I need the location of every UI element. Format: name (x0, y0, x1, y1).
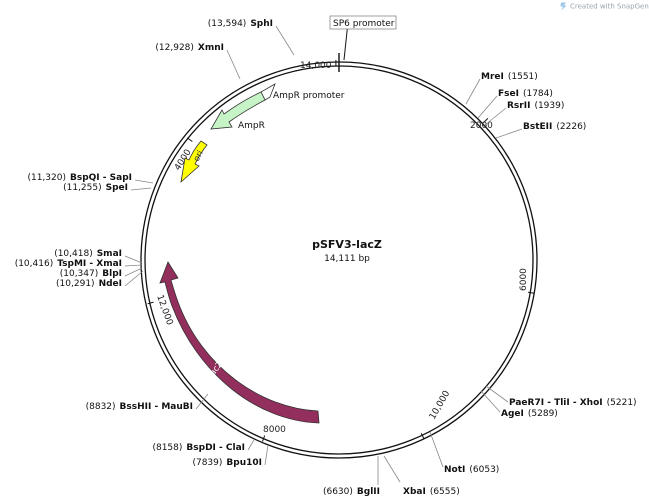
sp6-promoter-label: SP6 promoter (333, 19, 395, 29)
enzyme-site-bsshii: (8832)BssHII - MauBI (86, 393, 209, 412)
enzyme-site-bsteii: BstEII(2226) (495, 122, 586, 139)
enzyme-site-bglii: (6630)BglII (323, 456, 380, 497)
ampr-feature: AmpR (210, 91, 266, 131)
ampr-label: AmpR (238, 121, 265, 131)
watermark-text: Created with SnapGene® (570, 3, 649, 11)
tick-4000: 6000 (519, 268, 535, 294)
enzyme-site-xbai: XbaI(6555) (383, 455, 460, 497)
svg-text:(8832)BssHII - MauBI: (8832)BssHII - MauBI (86, 402, 193, 412)
svg-text:(11,320)BspQI - SapI: (11,320)BspQI - SapI (27, 173, 132, 183)
tick-2000: 2000 (470, 118, 493, 131)
enzyme-site-mrei: MreI(1551) (465, 72, 538, 105)
snapgene-watermark: Created with SnapGene® (560, 2, 649, 11)
svg-text:PaeR7I - TliI - XhoI(5221): PaeR7I - TliI - XhoI(5221) (509, 398, 637, 408)
lacz-arrow (159, 261, 320, 424)
svg-text:8000: 8000 (263, 425, 286, 435)
svg-text:10,000: 10,000 (428, 389, 453, 422)
svg-text:FseI(1784): FseI(1784) (498, 89, 553, 99)
ori-label: ori (192, 149, 206, 163)
enzyme-site-agei: AgeI(5289) (480, 390, 558, 419)
enzyme-site-rsrii: RsrII(1939) (484, 101, 564, 126)
svg-text:AgeI(5289): AgeI(5289) (501, 409, 558, 419)
svg-text:(8158)BspDI - ClaI: (8158)BspDI - ClaI (152, 443, 245, 453)
enzyme-site-ndei: (10,291)NdeI (56, 270, 144, 289)
snapgene-logo-icon (560, 2, 567, 11)
tick-8000: 8000 (262, 425, 286, 442)
plasmid-name: pSFV3-lacZ (312, 238, 382, 251)
ori-arrow (180, 140, 208, 184)
svg-text:(7839)Bpu10I: (7839)Bpu10I (192, 458, 262, 468)
svg-text:(10,418)SmaI: (10,418)SmaI (54, 249, 122, 259)
svg-text:(12,928)XmnI: (12,928)XmnI (155, 43, 224, 53)
svg-text:XbaI(6555): XbaI(6555) (403, 487, 460, 497)
enzyme-site-bspdi: (8158)BspDI - ClaI (152, 439, 255, 453)
svg-text:(10,416)TspMI - XmaI: (10,416)TspMI - XmaI (15, 259, 122, 269)
ampr-arrow (210, 91, 266, 130)
tick-14000: 14,000 (300, 60, 337, 71)
enzyme-site-sphi: (13,594)SphI (208, 19, 295, 56)
enzyme-site-paer7i: PaeR7I - TliI - XhoI(5221) (485, 385, 637, 408)
enzyme-site-bpu10i: (7839)Bpu10I (192, 444, 269, 468)
svg-text:NotI(6053): NotI(6053) (444, 465, 499, 475)
tick-6000: 10,000 (420, 389, 453, 439)
svg-text:14,000: 14,000 (300, 61, 332, 71)
ori-feature: ori (180, 140, 208, 184)
svg-text:(11,255)SpeI: (11,255)SpeI (63, 183, 128, 193)
svg-text:2000: 2000 (470, 121, 493, 131)
sp6-promoter-feature: SP6 promoter (329, 15, 397, 61)
restriction-sites: (13,594)SphI (12,928)XmnI MreI(1551) Fse… (15, 19, 637, 497)
enzyme-site-smai: (10,418)SmaI (54, 249, 143, 264)
enzyme-site-noti: NotI(6053) (429, 431, 499, 475)
svg-text:MreI(1551): MreI(1551) (481, 72, 538, 82)
ampr-promoter-feature: AmpR promoter (260, 83, 345, 101)
svg-text:(10,347)BlpI: (10,347)BlpI (60, 269, 122, 279)
svg-text:(10,291)NdeI: (10,291)NdeI (56, 279, 122, 289)
enzyme-site-fsei: FseI(1784) (477, 89, 553, 119)
enzyme-site-blpi: (10,347)BlpI (60, 267, 143, 279)
ampr-promoter-label: AmpR promoter (273, 91, 345, 101)
svg-text:RsrII(1939): RsrII(1939) (507, 101, 564, 111)
svg-text:BstEII(2226): BstEII(2226) (523, 122, 586, 132)
enzyme-site-xmni: (12,928)XmnI (155, 43, 241, 80)
lacz-feature: lacZ (159, 261, 320, 424)
enzyme-site-spei: (11,255)SpeI (63, 183, 152, 193)
svg-text:(13,594)SphI: (13,594)SphI (208, 19, 273, 29)
plasmid-size: 14,111 bp (324, 254, 370, 264)
svg-text:(6630)BglII: (6630)BglII (323, 487, 380, 497)
enzyme-site-tspmi: (10,416)TspMI - XmaI (15, 259, 143, 269)
enzyme-site-bspqi: (11,320)BspQI - SapI (27, 173, 154, 184)
svg-text:6000: 6000 (519, 268, 529, 291)
